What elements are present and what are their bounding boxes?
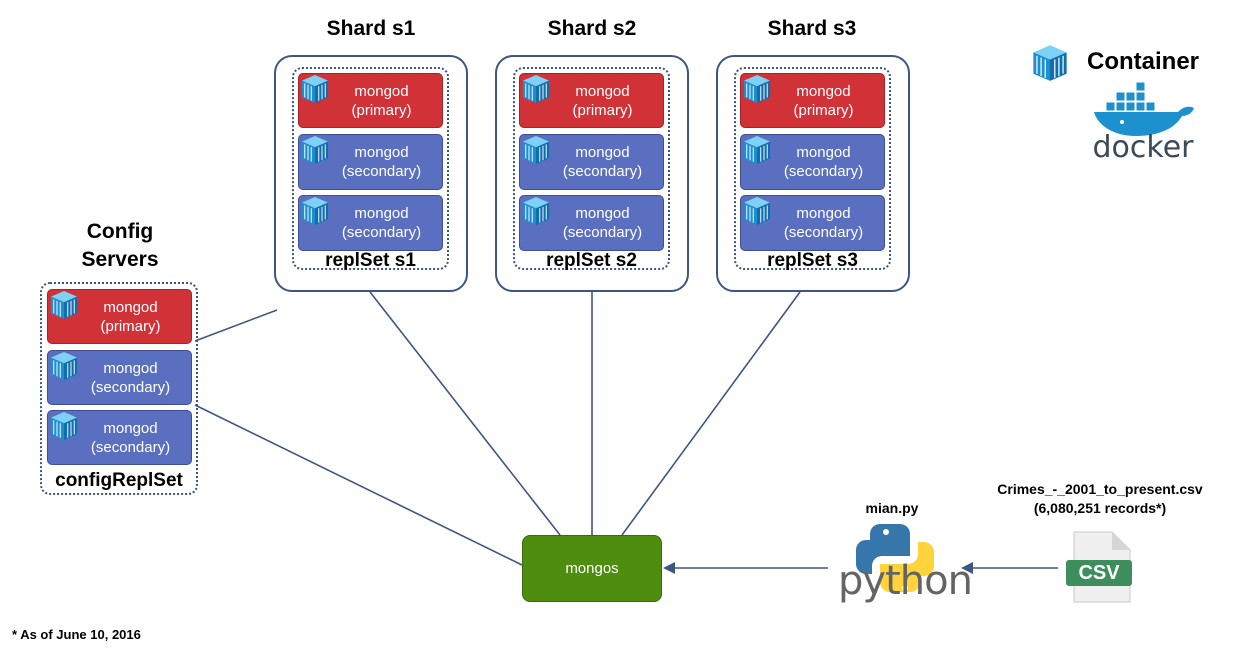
- legend-container-label: Container: [1087, 48, 1200, 75]
- node-name: mongod: [354, 205, 409, 222]
- mongod-secondary[interactable]: mongod (secondary): [47, 350, 192, 405]
- replset-label: replSet s1: [325, 250, 416, 271]
- csv-file-icon: CSV: [1064, 530, 1139, 605]
- shard-title: Shard s3: [767, 17, 857, 40]
- python-wordmark: python: [838, 558, 973, 604]
- container-icon: [301, 74, 329, 104]
- node-role: (secondary): [783, 163, 864, 180]
- mongod-secondary[interactable]: mongod (secondary): [519, 134, 664, 190]
- container-icon: [522, 196, 550, 226]
- config-title-line2: Servers: [81, 248, 159, 271]
- mongod-primary[interactable]: mongod (primary): [519, 73, 664, 128]
- node-role: (primary): [572, 101, 633, 119]
- replset-label: replSet s2: [546, 250, 637, 271]
- replset-box: [734, 67, 891, 270]
- mongod-secondary[interactable]: mongod (secondary): [740, 195, 885, 251]
- node-role: (secondary): [90, 438, 171, 456]
- node-name: mongod: [575, 205, 630, 222]
- replset-box: [513, 67, 670, 270]
- config-replset-box: [40, 282, 198, 495]
- node-role: (secondary): [341, 163, 422, 180]
- node-name: mongod: [354, 144, 409, 161]
- mongod-secondary[interactable]: mongod (secondary): [298, 134, 443, 190]
- replset-label: replSet s3: [767, 250, 858, 271]
- node-role: (secondary): [341, 224, 422, 241]
- mongos-router[interactable]: mongos: [522, 535, 662, 602]
- mongod-secondary[interactable]: mongod (secondary): [298, 195, 443, 251]
- node-name: mongod: [575, 82, 630, 100]
- config-title-line1: Config: [86, 220, 154, 243]
- container-legend-icon: [1032, 44, 1068, 82]
- container-icon: [743, 74, 771, 104]
- container-icon: [522, 74, 550, 104]
- node-role: (secondary): [562, 163, 643, 180]
- container-icon: [50, 411, 78, 441]
- node-name: mongod: [796, 144, 851, 161]
- line-shard3-to-mongos: [621, 291, 801, 536]
- line-shard1-to-mongos: [369, 291, 561, 536]
- line-config-primary-to-shard1: [194, 309, 278, 342]
- node-role: (primary): [793, 101, 854, 119]
- footnote: * As of June 10, 2016: [12, 627, 141, 642]
- node-role: (primary): [100, 317, 161, 335]
- arrowhead-mongos: [663, 562, 675, 574]
- node-name: mongod: [796, 82, 851, 100]
- node-role: (secondary): [783, 224, 864, 241]
- mongod-secondary[interactable]: mongod (secondary): [519, 195, 664, 251]
- node-role: (secondary): [562, 224, 643, 241]
- container-icon: [743, 135, 771, 165]
- mongod-primary[interactable]: mongod (primary): [740, 73, 885, 128]
- docker-logo: docker: [1088, 81, 1198, 165]
- csv-records: (6,080,251 records*): [1033, 500, 1167, 516]
- shard-title: Shard s1: [326, 17, 416, 40]
- node-name: mongod: [103, 359, 158, 377]
- mongod-secondary[interactable]: mongod (secondary): [740, 134, 885, 190]
- config-replset-label: configReplSet: [55, 470, 183, 491]
- arrowhead-python: [961, 562, 973, 574]
- docker-whale-icon: [1094, 81, 1194, 136]
- node-role: (secondary): [90, 378, 171, 396]
- mongos-label: mongos: [565, 560, 619, 577]
- node-name: mongod: [575, 144, 630, 161]
- mongod-primary[interactable]: mongod (primary): [298, 73, 443, 128]
- container-icon: [50, 351, 78, 381]
- container-icon: [50, 290, 78, 320]
- node-name: mongod: [354, 82, 409, 100]
- container-icon: [743, 196, 771, 226]
- node-name: mongod: [103, 298, 158, 316]
- node-name: mongod: [103, 419, 158, 437]
- container-icon: [301, 196, 329, 226]
- mongod-primary[interactable]: mongod (primary): [47, 289, 192, 344]
- script-name: mian.py: [865, 500, 919, 516]
- csv-badge: CSV: [1066, 560, 1132, 586]
- line-config-secondary-to-mongos: [194, 404, 523, 566]
- node-role: (primary): [351, 101, 412, 119]
- replset-box: [292, 67, 449, 270]
- node-name: mongod: [796, 205, 851, 222]
- csv-filename: Crimes_-_2001_to_present.csv: [997, 481, 1203, 497]
- container-icon: [522, 135, 550, 165]
- python-icon: [856, 524, 934, 592]
- container-icon: [301, 135, 329, 165]
- docker-wordmark: docker: [1092, 130, 1194, 165]
- mongod-secondary[interactable]: mongod (secondary): [47, 410, 192, 465]
- shard-title: Shard s2: [547, 17, 637, 40]
- python-logo: python: [836, 520, 973, 615]
